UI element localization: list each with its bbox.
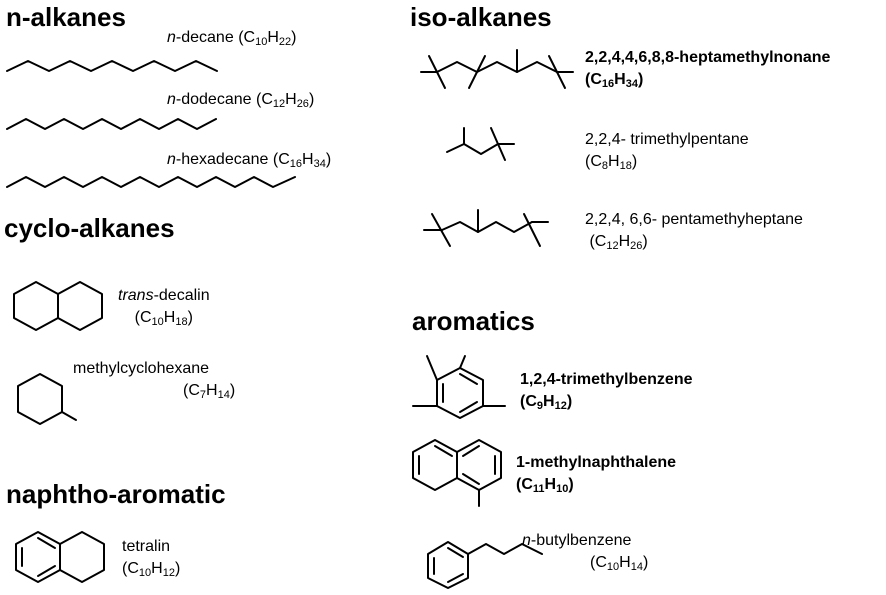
label-trimethylbenzene: 1,2,4-trimethylbenzene(C9H12) bbox=[520, 371, 693, 412]
tetralin-structure bbox=[15, 531, 105, 583]
label-n-hexadecane: n-hexadecane (C16H34) bbox=[167, 151, 332, 170]
trimethylpentane-structure bbox=[446, 127, 515, 161]
heptamethylnonane-structure bbox=[420, 49, 574, 89]
label-pentamethylheptane: 2,2,4, 6,6- pentamethyheptane (C12H26) bbox=[585, 211, 803, 252]
label-n-butylbenzene: n-butylbenzene(C10H14) bbox=[522, 532, 649, 573]
heading-iso-alkanes: iso-alkanes bbox=[410, 2, 552, 32]
trans-decalin-structure bbox=[13, 281, 103, 331]
trimethylbenzene-structure bbox=[412, 355, 506, 419]
methylnaphthalene-structure bbox=[412, 439, 502, 507]
heading-aromatics: aromatics bbox=[412, 306, 535, 336]
methylcyclohexane-structure bbox=[17, 373, 77, 425]
label-heptamethylnonane: 2,2,4,4,6,8,8-heptamethylnonane(C16H34) bbox=[585, 49, 831, 90]
n-butylbenzene-structure bbox=[427, 541, 543, 589]
heading-cyclo-alkanes: cyclo-alkanes bbox=[4, 213, 175, 243]
label-n-decane: n-decane (C10H22) bbox=[167, 29, 297, 48]
label-trans-decalin: trans-decalin(C10H18) bbox=[118, 287, 210, 328]
label-trimethylpentane: 2,2,4- trimethylpentane(C8H18) bbox=[585, 131, 749, 172]
heading-naphtho-aromatic: naphtho-aromatic bbox=[6, 479, 226, 509]
label-methylnaphthalene: 1-methylnaphthalene(C11H10) bbox=[516, 454, 677, 495]
heading-n-alkanes: n-alkanes bbox=[6, 2, 126, 32]
n-dodecane-structure bbox=[6, 118, 217, 130]
label-n-dodecane: n-dodecane (C12H26) bbox=[167, 91, 315, 110]
n-hexadecane-structure bbox=[6, 176, 296, 188]
label-methylcyclohexane: methylcyclohexane(C7H14) bbox=[73, 360, 236, 401]
n-decane-structure bbox=[6, 60, 218, 72]
pentamethylheptane-structure bbox=[423, 209, 549, 247]
label-tetralin: tetralin(C10H12) bbox=[122, 538, 181, 579]
